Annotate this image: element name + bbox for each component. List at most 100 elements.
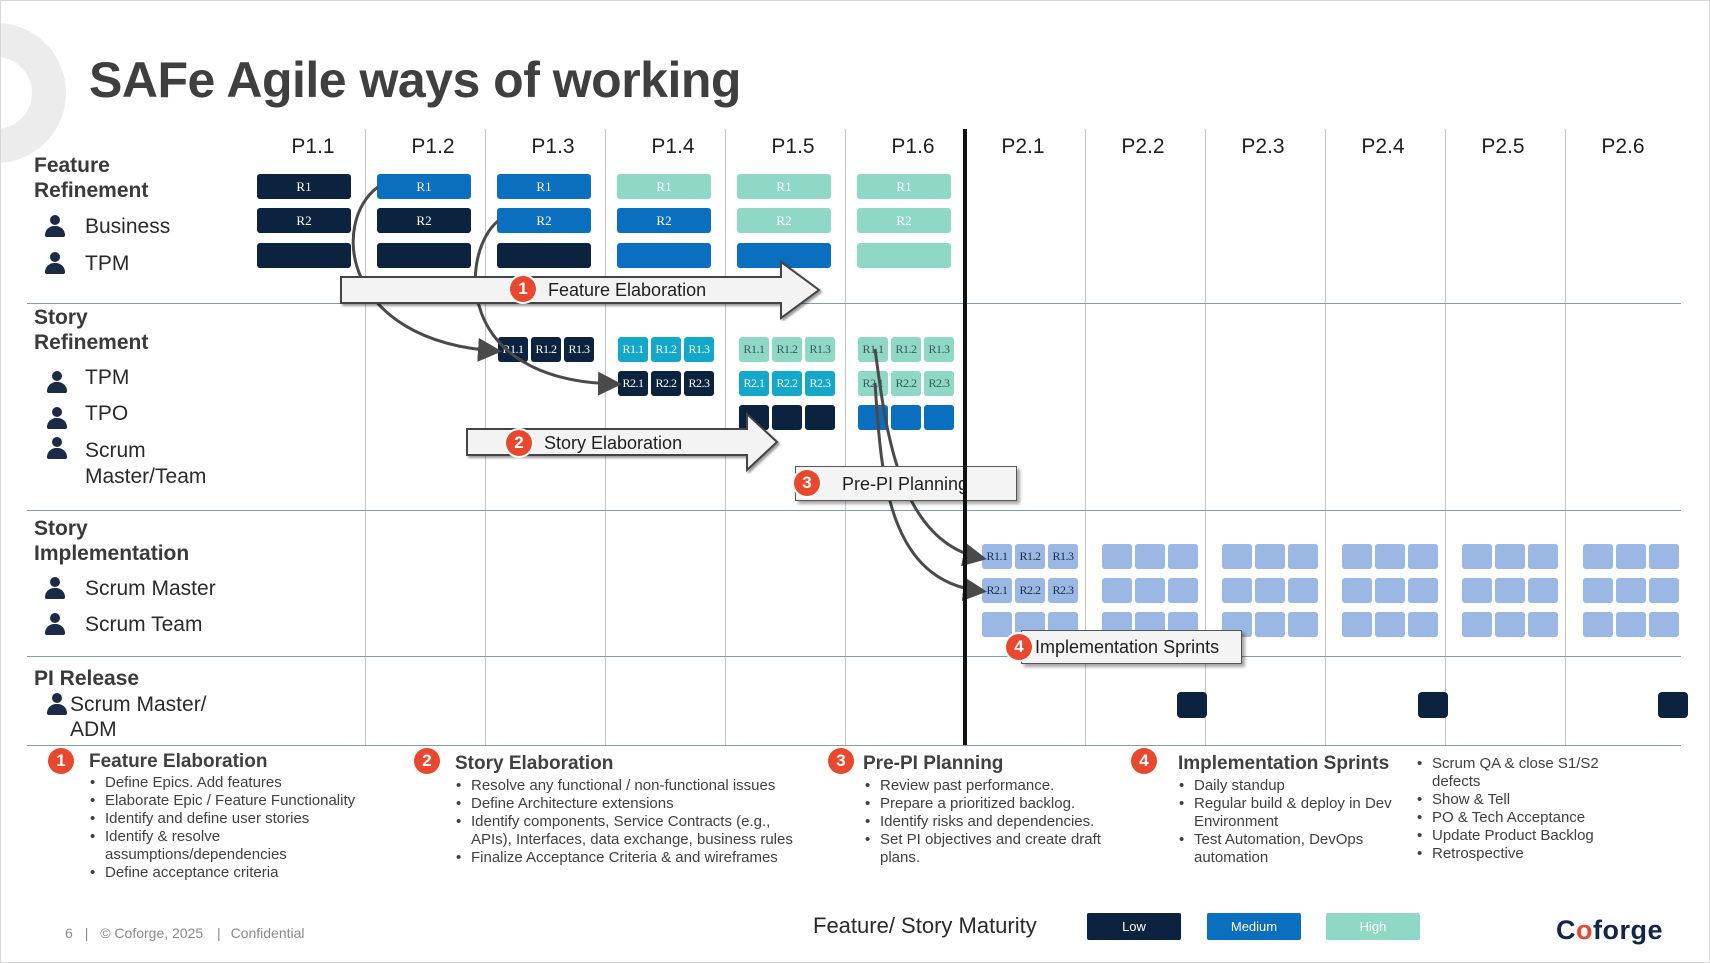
feature-r1-box: R1	[857, 174, 951, 199]
phase-P2-3: P2.3	[1241, 135, 1285, 158]
callout-label-feature-elaboration: Feature Elaboration	[548, 280, 707, 300]
sprint-r1-box	[1342, 544, 1372, 569]
column-divider	[845, 129, 846, 745]
phase-P2-6: P2.6	[1601, 135, 1645, 158]
sprint-placeholder-box	[1255, 612, 1285, 637]
person-icon	[44, 613, 66, 637]
role-business: Business	[85, 215, 171, 238]
sprint-r2-box: R2.2	[1015, 578, 1045, 603]
callout-label-implementation-sprints: Implementation Sprints	[1035, 637, 1220, 657]
phase-P1-1: P1.1	[291, 135, 335, 158]
sprint-placeholder-box	[1583, 612, 1613, 637]
feature-r2-box: R2	[497, 208, 591, 233]
list-item: Show & Tell	[1415, 791, 1625, 809]
story-r1-box: R1.1	[618, 337, 648, 362]
sprint-placeholder-box	[1495, 612, 1525, 637]
section-label: PI Release	[34, 667, 140, 690]
sprint-r2-box: R2.3	[1048, 578, 1078, 603]
page-title: SAFe Agile ways of working	[89, 52, 741, 108]
section-feature-refinement: Feature Refinement	[34, 153, 148, 203]
row-divider	[27, 510, 1681, 511]
feature-r2-box: R2	[257, 208, 351, 233]
legend-high: High	[1326, 913, 1420, 940]
column-divider	[1325, 129, 1326, 745]
list-item: Regular build & deploy in Dev Environmen…	[1177, 795, 1413, 831]
list-item: Resolve any functional / non-functional …	[454, 777, 799, 795]
desc-number-3: 3	[828, 748, 854, 774]
list-item: Daily standup	[1177, 777, 1417, 795]
phase-P2-5: P2.5	[1481, 135, 1525, 158]
section-story-refinement: Story Refinement	[34, 305, 148, 355]
pre-pi-planning-callout	[795, 466, 1017, 501]
callout-number-2: 2	[506, 430, 532, 456]
section-label: Feature Refinement	[34, 154, 149, 202]
desc-heading-story-elaboration: Story Elaboration	[455, 753, 614, 774]
list-item: Identify and define user stories	[88, 810, 388, 828]
feature-r1-box: R1	[257, 174, 351, 199]
row-divider	[27, 303, 1681, 304]
sprint-placeholder-box	[1288, 612, 1318, 637]
sprint-r1-box	[1462, 544, 1492, 569]
desc-heading-pre-pi-planning: Pre-PI Planning	[863, 753, 1004, 774]
story-placeholder-box	[772, 405, 802, 430]
list-item: Prepare a prioritized backlog.	[863, 795, 1113, 813]
row-divider	[27, 656, 1681, 657]
sprint-placeholder-box	[1375, 612, 1405, 637]
phase-P2-2: P2.2	[1121, 135, 1165, 158]
list-item: Scrum QA & close S1/S2 defects	[1415, 755, 1615, 791]
feature-r2-box: R2	[737, 208, 831, 233]
phase-P1-5: P1.5	[771, 135, 815, 158]
feature-r1-box: R1	[377, 174, 471, 199]
list-item: Identify risks and dependencies.	[863, 813, 1113, 831]
person-icon	[44, 215, 66, 239]
sprint-r2-box	[1255, 578, 1285, 603]
desc-number-1: 1	[48, 748, 74, 774]
story-r2-box: R2.3	[805, 371, 835, 396]
section-pi-release: PI Release	[34, 666, 139, 691]
sprint-r1-box	[1135, 544, 1165, 569]
story-placeholder-box	[805, 405, 835, 430]
list-item: Update Product Backlog	[1415, 827, 1625, 845]
story-r1-box: R1.3	[805, 337, 835, 362]
sprint-r1-box	[1375, 544, 1405, 569]
person-icon	[46, 693, 68, 717]
list-item: Define acceptance criteria	[88, 864, 388, 882]
row-divider	[27, 745, 1681, 746]
list-item: Identify components, Service Contracts (…	[454, 813, 794, 849]
sprint-placeholder-box	[1462, 612, 1492, 637]
story-r2-box: R2.2	[651, 371, 681, 396]
list-item: Define Architecture extensions	[454, 795, 799, 813]
person-icon	[46, 407, 68, 431]
sprint-r1-box	[1528, 544, 1558, 569]
feature-placeholder-box	[617, 243, 711, 268]
feature-elaboration-arrow	[340, 260, 821, 320]
sprint-r1-box: R1.1	[982, 544, 1012, 569]
sprint-r2-box	[1528, 578, 1558, 603]
sprint-placeholder-box	[1616, 612, 1646, 637]
list-item: PO & Tech Acceptance	[1415, 809, 1625, 827]
sprint-r2-box	[1168, 578, 1198, 603]
desc-number-2: 2	[414, 748, 440, 774]
feature-placeholder-box	[257, 243, 351, 268]
pi-boundary-line	[963, 129, 967, 745]
footer: 6 | © Coforge, 2025 | Confidential	[65, 925, 305, 941]
sprint-r2-box	[1408, 578, 1438, 603]
release-marker	[1418, 692, 1448, 718]
story-placeholder-box	[924, 405, 954, 430]
sprint-r2-box	[1495, 578, 1525, 603]
phase-P2-1: P2.1	[1001, 135, 1045, 158]
sprint-r2-box	[1135, 578, 1165, 603]
phase-P1-4: P1.4	[651, 135, 695, 158]
list-item: Review past performance.	[863, 777, 1113, 795]
feature-r2-box: R2	[377, 208, 471, 233]
story-r2-box: R2.1	[739, 371, 769, 396]
list-item: Test Automation, DevOps automation	[1177, 831, 1387, 867]
sprint-r2-box	[1102, 578, 1132, 603]
story-placeholder-box	[891, 405, 921, 430]
section-label: Story Implementation	[34, 517, 190, 565]
list-item: Elaborate Epic / Feature Functionality	[88, 792, 388, 810]
callout-number-3: 3	[794, 470, 820, 496]
sprint-r2-box	[1288, 578, 1318, 603]
story-r2-box: R2.2	[891, 371, 921, 396]
story-r1-box: R1.1	[858, 337, 888, 362]
